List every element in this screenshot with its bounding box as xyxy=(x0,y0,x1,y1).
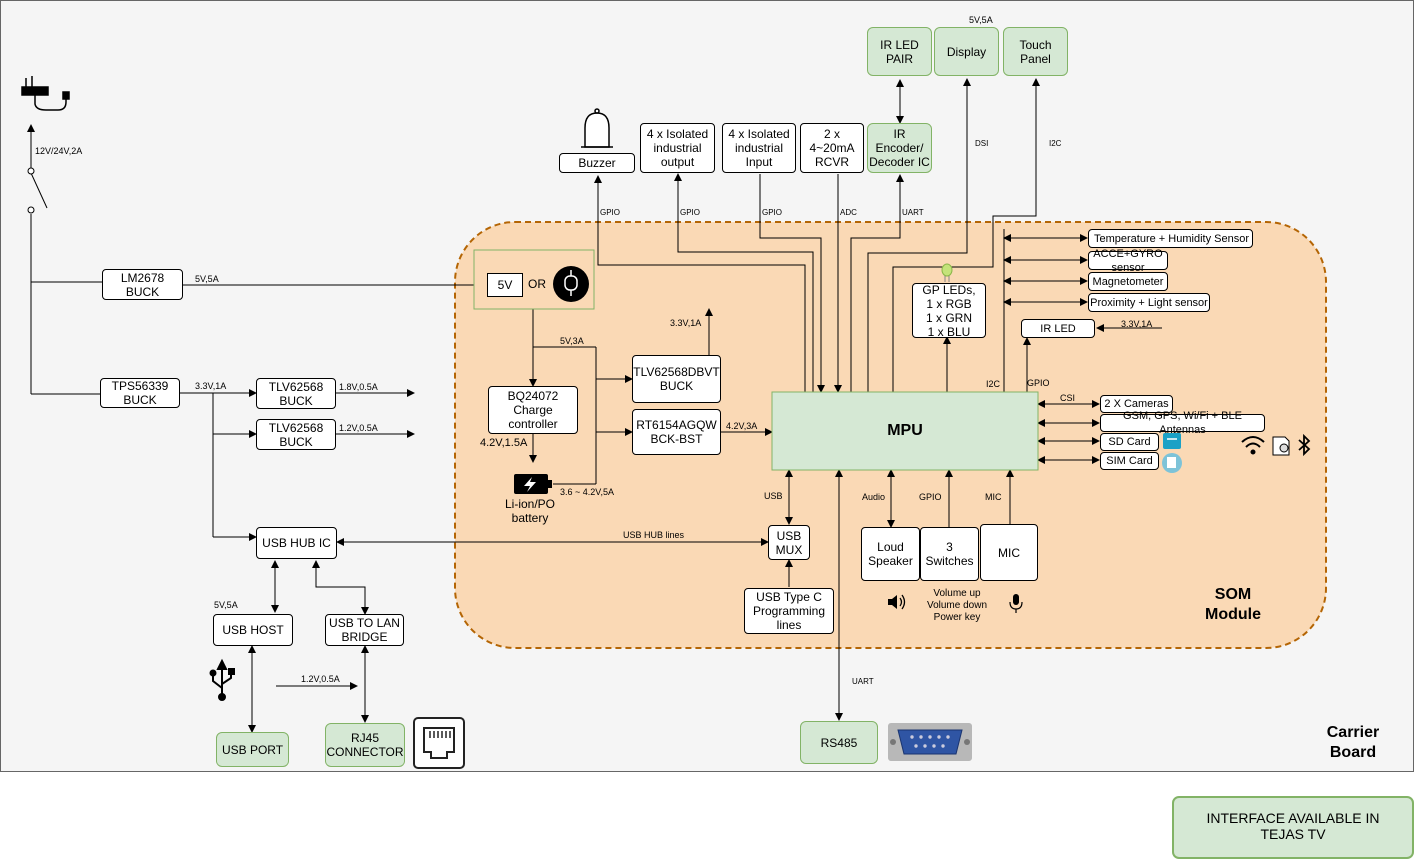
usb-hub-ic: USB HUB IC xyxy=(256,527,337,559)
rail-input: 12V/24V,2A xyxy=(35,146,83,156)
temperature-humidity-sensor: Temperature + Humidity Sensor xyxy=(1088,229,1253,248)
led-icon xyxy=(941,263,953,282)
db9-connector-icon xyxy=(888,723,972,761)
bus-gpio-output: GPIO xyxy=(680,208,701,217)
display: Display xyxy=(934,27,999,76)
legend-text: INTERFACE AVAILABLE IN TEJAS TV xyxy=(1206,810,1380,842)
switch-contact-top xyxy=(27,167,35,175)
rail-tlv-b-out: 1.2V,0.5A xyxy=(339,423,378,433)
som-module-label: SOM Module xyxy=(1205,586,1261,623)
tlv62568-buck-b: TLV62568 BUCK xyxy=(256,419,336,450)
legend-frame xyxy=(1172,796,1414,859)
switch-functions: Volume up Volume down Power key xyxy=(926,588,988,623)
battery-label: Li-ion/PO battery xyxy=(504,497,556,525)
rail-rt6154-out: 4.2V,3A xyxy=(726,421,758,431)
rail-charger-in: 5V,3A xyxy=(560,336,584,346)
document-icon xyxy=(1162,453,1182,473)
bus-uart-top: UART xyxy=(902,208,924,217)
bus-dsi: DSI xyxy=(975,139,989,148)
mpu-label: MPU xyxy=(887,422,923,439)
magnetometer: Magnetometer xyxy=(1088,272,1168,291)
bq24072-charge-controller: BQ24072 Charge controller xyxy=(488,386,578,434)
bus-mic: MIC xyxy=(985,492,1002,502)
bus-usb-hub-lines: USB HUB lines xyxy=(623,530,685,540)
cameras: 2 X Cameras xyxy=(1100,395,1173,413)
five-volt-input: 5V xyxy=(487,273,523,297)
touch-panel: Touch Panel xyxy=(1003,27,1068,76)
antennas: GSM, GPS, Wi/Fi + BLE Antennas xyxy=(1100,410,1265,436)
bus-gpio-buzzer: GPIO xyxy=(600,208,621,217)
ir-encoder-decoder: IR Encoder/ Decoder IC xyxy=(867,123,932,173)
bus-uart-bottom: UART xyxy=(852,677,874,686)
rail-dbvt-out: 3.3V,1A xyxy=(670,318,702,328)
rail-usb-host: 5V,5A xyxy=(214,600,238,610)
wifi-icon xyxy=(1241,436,1265,455)
rail-battery-out: 3.6 ~ 4.2V,5A xyxy=(560,487,614,497)
bus-csi: CSI xyxy=(1060,393,1076,403)
bus-gpio-side: GPIO xyxy=(1027,378,1050,388)
rail-display: 5V,5A xyxy=(969,15,993,25)
rail-tlv-a-out: 1.8V,0.5A xyxy=(339,382,378,392)
ir-led: IR LED xyxy=(1021,319,1095,338)
usb-to-lan-bridge: USB TO LAN BRIDGE xyxy=(325,614,404,646)
bus-gpio-bottom: GPIO xyxy=(919,492,942,502)
tlv62568-buck-a: TLV62568 BUCK xyxy=(256,378,336,409)
usb-port: USB PORT xyxy=(216,732,289,767)
usb-type-c-programming: USB Type C Programming lines xyxy=(744,588,834,634)
usb-plug-icon xyxy=(553,266,589,302)
ethernet-port-icon xyxy=(413,717,465,769)
switch-contact-bottom xyxy=(27,206,35,214)
bus-gpio-input: GPIO xyxy=(762,208,783,217)
isolated-input: 4 x Isolated industrial Input xyxy=(722,123,796,173)
isolated-output: 4 x Isolated industrial output xyxy=(640,123,715,173)
acce-gyro-sensor: ACCE+GYRO sensor xyxy=(1088,248,1168,274)
or-label: OR xyxy=(528,277,546,291)
rcvr-4-20ma: 2 x 4~20mA RCVR xyxy=(800,123,864,173)
rail-tps-out: 3.3V,1A xyxy=(195,381,227,391)
rail-charger-out: 4.2V,1.5A xyxy=(480,437,528,449)
rail-ir-led: 3.3V,1A xyxy=(1121,319,1153,329)
speaker-icon xyxy=(888,594,906,610)
rail-lm2678-out: 5V,5A xyxy=(195,274,219,284)
usb-host: USB HOST xyxy=(213,614,293,646)
bus-i2c-top: I2C xyxy=(1049,139,1062,148)
gp-leds: GP LEDs, 1 x RGB 1 x GRN 1 x BLU xyxy=(912,283,986,339)
lm2678-buck: LM2678 BUCK xyxy=(102,269,183,300)
usb-symbol-icon xyxy=(209,658,235,701)
rj45-connector: RJ45 CONNECTOR xyxy=(325,723,405,767)
tlv62568dbvt-buck: TLV62568DBVT BUCK xyxy=(632,355,721,403)
mic-box: MIC xyxy=(980,524,1038,581)
bus-audio: Audio xyxy=(862,492,886,502)
sim-icon xyxy=(1272,436,1290,456)
loud-speaker: Loud Speaker xyxy=(861,527,920,581)
rt6154-bck-bst: RT6154AGQW BCK-BST xyxy=(632,409,721,455)
bus-i2c-side: I2C xyxy=(986,379,1001,389)
usb-mux: USB MUX xyxy=(768,525,810,560)
bluetooth-icon xyxy=(1298,433,1311,457)
rail-lan: 1.2V,0.5A xyxy=(301,674,340,684)
sd-card: SD Card xyxy=(1100,433,1159,451)
power-adapter-icon xyxy=(21,76,70,111)
bus-adc: ADC xyxy=(840,208,857,217)
sim-card: SIM Card xyxy=(1100,452,1159,470)
chat-icon xyxy=(1163,433,1181,449)
rs485: RS485 xyxy=(800,721,878,764)
ir-led-pair: IR LED PAIR xyxy=(867,27,932,76)
three-switches: 3 Switches xyxy=(920,527,979,581)
bell-icon xyxy=(581,108,613,148)
mpu-block xyxy=(771,391,1039,471)
carrier-board-label: Carrier Board xyxy=(1326,724,1380,761)
proximity-light-sensor: Proximity + Light sensor xyxy=(1088,293,1210,312)
bus-usb: USB xyxy=(764,491,783,501)
battery-icon xyxy=(514,474,552,494)
microphone-icon xyxy=(1009,594,1023,613)
buzzer: Buzzer xyxy=(559,153,635,173)
tps56339-buck: TPS56339 BUCK xyxy=(100,378,180,408)
